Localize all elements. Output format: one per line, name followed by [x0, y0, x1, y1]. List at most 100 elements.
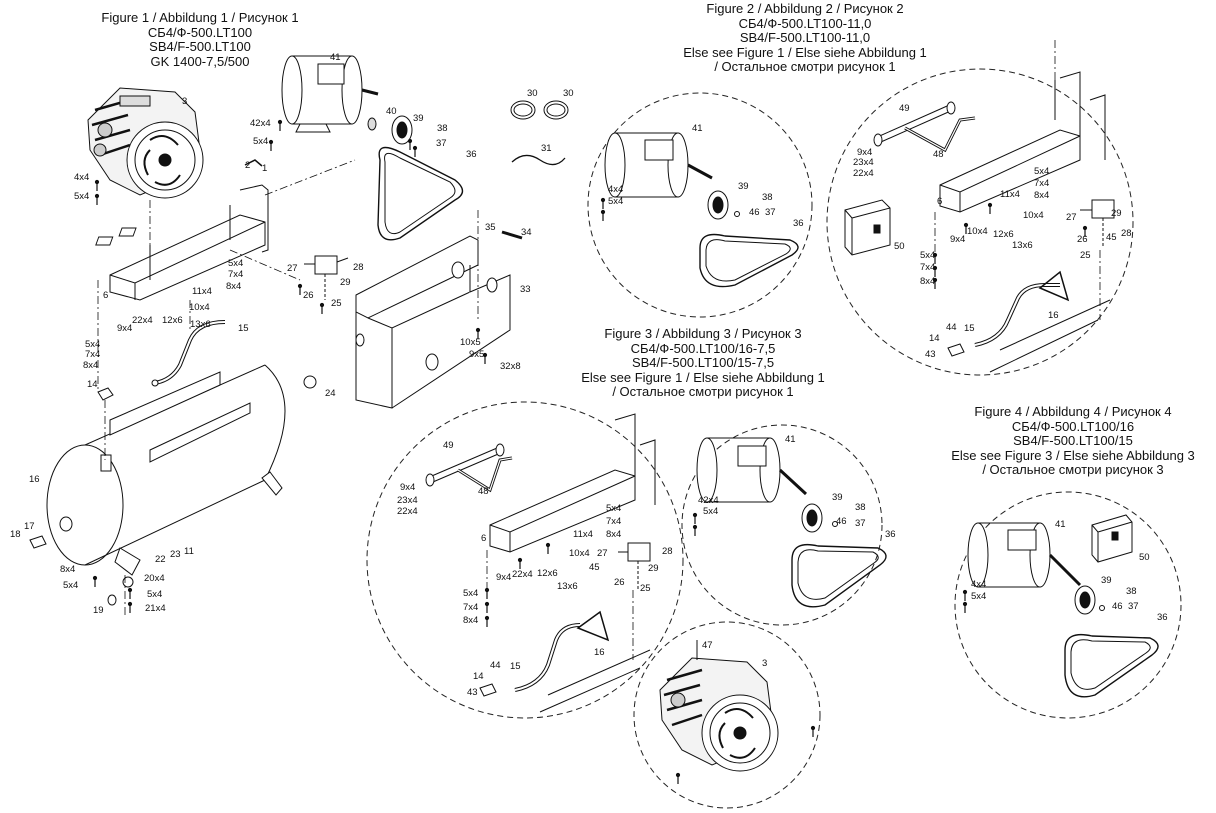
fig4-callouts: 41 50 4x4 5x4 39 38 46 37 36	[971, 519, 1168, 623]
callout: 22x4	[132, 315, 153, 326]
callout: 39	[738, 181, 749, 192]
fig3-pump-drawing	[659, 640, 816, 785]
callout: 15	[238, 323, 249, 334]
callout: 23x4	[853, 157, 874, 168]
callout: 40	[386, 106, 397, 117]
callout: 27	[1066, 212, 1077, 223]
callout: 28	[353, 262, 364, 273]
callout: 39	[1101, 575, 1112, 586]
callout: 36	[1157, 612, 1168, 623]
callout: 26	[1077, 234, 1088, 245]
callout: 38	[762, 192, 773, 203]
callout: 28	[662, 546, 673, 557]
callout: 4x4	[608, 184, 623, 195]
callout: 12x6	[993, 229, 1014, 240]
callout: 29	[1111, 208, 1122, 219]
figure-1-title: Figure 1 / Abbildung 1 / Рисунок 1 СБ4/Ф…	[90, 10, 310, 69]
callout: 10x5	[460, 337, 481, 348]
callout: 29	[648, 563, 659, 574]
callout: 43	[467, 687, 478, 698]
callout: 13x6	[557, 581, 578, 592]
fig1-callouts: 3 41 40 39 38 37 36 42x4 5x4 2 1 4x4 5x4…	[10, 52, 574, 616]
callout: 5x4	[920, 250, 935, 261]
callout: 50	[894, 241, 905, 252]
callout: 5x4	[147, 589, 162, 600]
callout: 10x4	[967, 226, 988, 237]
callout: 49	[443, 440, 454, 451]
callout: 44	[490, 660, 501, 671]
callout: 43	[925, 349, 936, 360]
callout: 11x4	[1000, 189, 1020, 200]
callout: 37	[855, 518, 866, 529]
callout: 46	[836, 516, 847, 527]
callout: 6	[103, 290, 108, 301]
callout: 41	[330, 52, 341, 63]
callout: 15	[964, 323, 975, 334]
fig2-callouts: 41 39 38 46 37 36 4x4 5x4 49 48 9x4 23x4…	[608, 103, 1132, 360]
callout: 2	[245, 160, 250, 171]
callout: 49	[899, 103, 910, 114]
callout: 8x4	[463, 615, 478, 626]
callout: 8x4	[606, 529, 621, 540]
detail-circle-fig3-frame	[366, 401, 684, 719]
callout: 42x4	[250, 118, 271, 129]
callout: 16	[1048, 310, 1059, 321]
figure-2-title: Figure 2 / Abbildung 2 / Рисунок 2 СБ4/Ф…	[650, 1, 960, 75]
callout: 27	[597, 548, 608, 559]
figure-3-title: Figure 3 / Abbildung 3 / Рисунок 3 СБ4/Ф…	[548, 326, 858, 400]
callout: 22	[155, 554, 166, 565]
figure-model-line: SB4/F-500.LT100/15-7,5	[631, 355, 775, 371]
callout: 8x4	[226, 281, 241, 292]
callout: 32x8	[500, 361, 521, 372]
callout: 16	[594, 647, 605, 658]
fig1-drawing	[29, 55, 569, 615]
callout: 26	[303, 290, 314, 301]
callout: 13x6	[1012, 240, 1033, 251]
callout: 41	[692, 123, 703, 134]
figure-note-line: Else see Figure 1 / Else siehe Abbildung…	[683, 44, 927, 60]
callout: 7x4	[463, 602, 478, 613]
callout: 41	[1055, 519, 1066, 530]
callout: 41	[785, 434, 796, 445]
callout: 26	[614, 577, 625, 588]
callout: 11x4	[573, 529, 593, 540]
callout: 12x6	[162, 315, 183, 326]
callout: 9x4	[950, 234, 965, 245]
callout: 34	[521, 227, 532, 238]
callout: 1	[262, 163, 267, 174]
callout: 37	[1128, 601, 1139, 612]
callout: 5x4	[228, 258, 243, 269]
callout: 4x4	[971, 579, 986, 590]
callout: 7x4	[228, 269, 243, 280]
callout: 37	[436, 138, 447, 149]
callout: 39	[413, 113, 424, 124]
callout: 22x4	[512, 569, 533, 580]
fig2-motor-drawing	[600, 132, 799, 288]
callout: 9x4	[400, 482, 415, 493]
callout: 9x4	[857, 147, 872, 158]
callout: 7x4	[606, 516, 621, 527]
detail-circle-fig2-frame	[826, 68, 1134, 376]
air-receiver-tank	[46, 364, 317, 576]
callout: 7x4	[1034, 178, 1049, 189]
callout: 31	[541, 143, 552, 154]
callout: 8x4	[60, 564, 75, 575]
callout: 36	[793, 218, 804, 229]
callout: 45	[589, 562, 600, 573]
callout: 48	[933, 149, 944, 160]
callout: 47	[702, 640, 713, 651]
callout: 13x6	[190, 319, 211, 330]
callout: 8x4	[920, 276, 935, 287]
callout: 16	[29, 474, 40, 485]
callout: 50	[1139, 552, 1150, 563]
figure-model-line: GK 1400-7,5/500	[150, 53, 250, 69]
motor-frame	[95, 184, 269, 301]
figure-4-title: Figure 4 / Abbildung 4 / Рисунок 4 СБ4/Ф…	[918, 404, 1216, 478]
callout: 48	[478, 486, 489, 497]
belt-guard	[355, 235, 511, 409]
callout: 9x5	[469, 349, 484, 360]
callout: 4x4	[74, 172, 89, 183]
figure-title-line: Figure 3 / Abbildung 3 / Рисунок 3	[604, 326, 802, 341]
callout: 23x4	[397, 495, 418, 506]
